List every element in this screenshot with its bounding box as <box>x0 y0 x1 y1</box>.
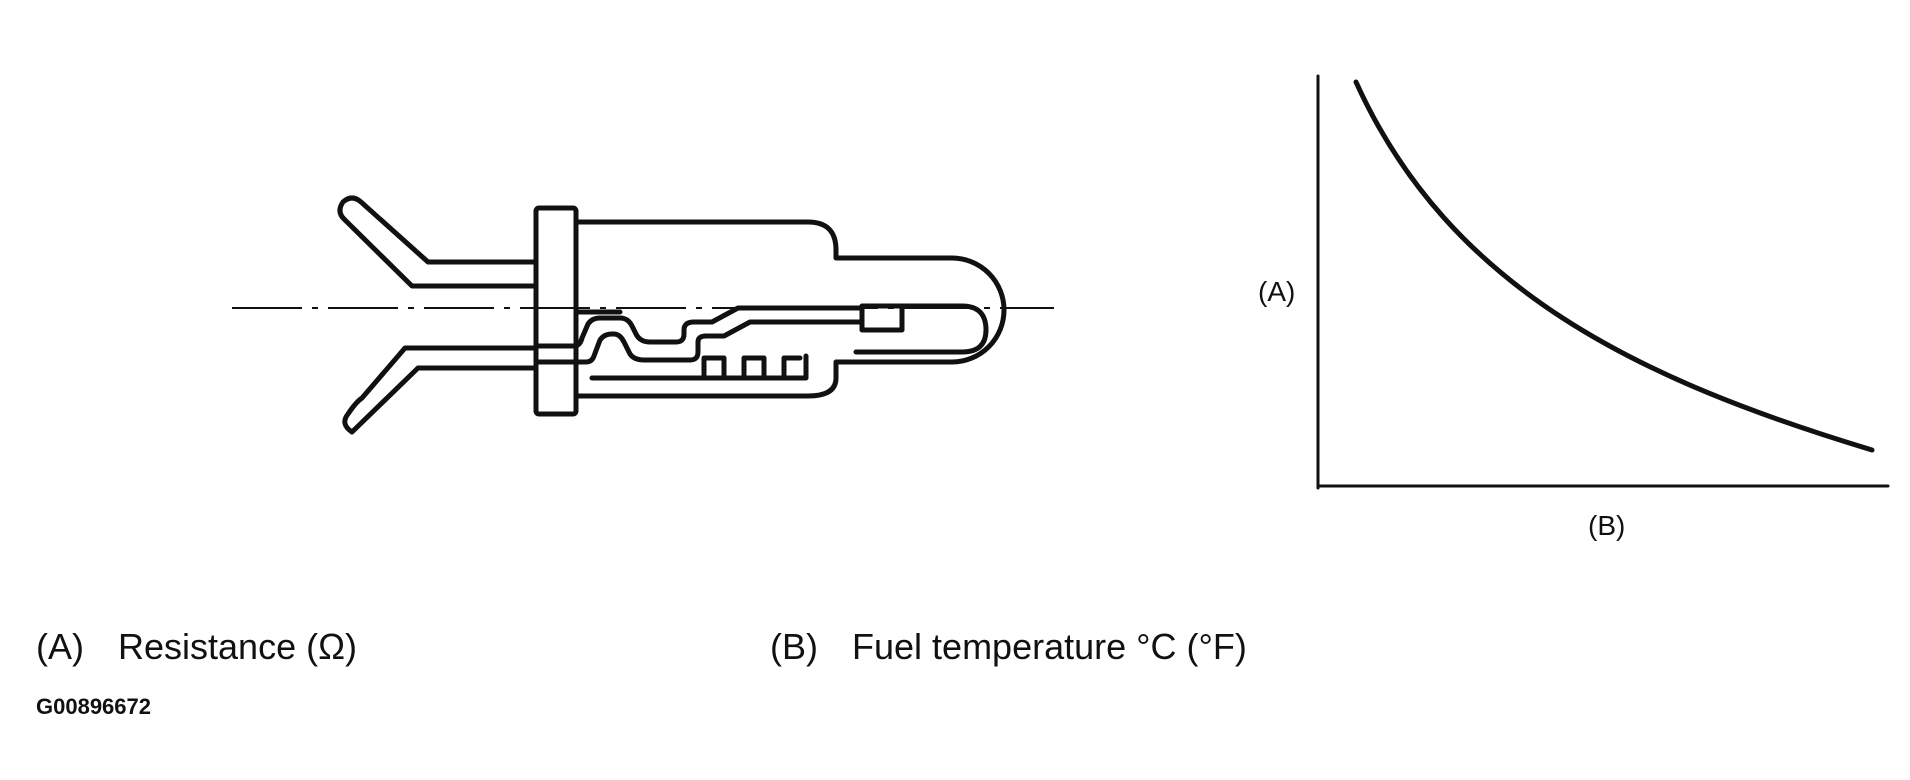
figure-code: G00896672 <box>36 694 151 719</box>
inner-wire <box>533 305 865 349</box>
upper-terminal <box>337 195 539 289</box>
x-axis-label: (B) <box>1588 510 1626 541</box>
legend-key-b: (B) <box>770 626 818 667</box>
legend-item-a: (A) Resistance (Ω) <box>36 626 357 668</box>
heat-fins <box>701 355 803 381</box>
inner-housing <box>573 309 809 381</box>
lower-terminal <box>342 345 539 435</box>
sensor-body <box>573 219 1007 399</box>
thermistor-element <box>859 303 905 333</box>
legend-item-b: (B) Fuel temperature °C (°F) <box>770 626 1247 668</box>
legend-text-b: Fuel temperature °C (°F) <box>852 626 1247 667</box>
y-axis-label: (A) <box>1258 276 1296 307</box>
legend-key-a: (A) <box>36 626 84 667</box>
legend-text-a: Resistance (Ω) <box>118 626 357 667</box>
resistance-curve <box>1353 79 1875 453</box>
